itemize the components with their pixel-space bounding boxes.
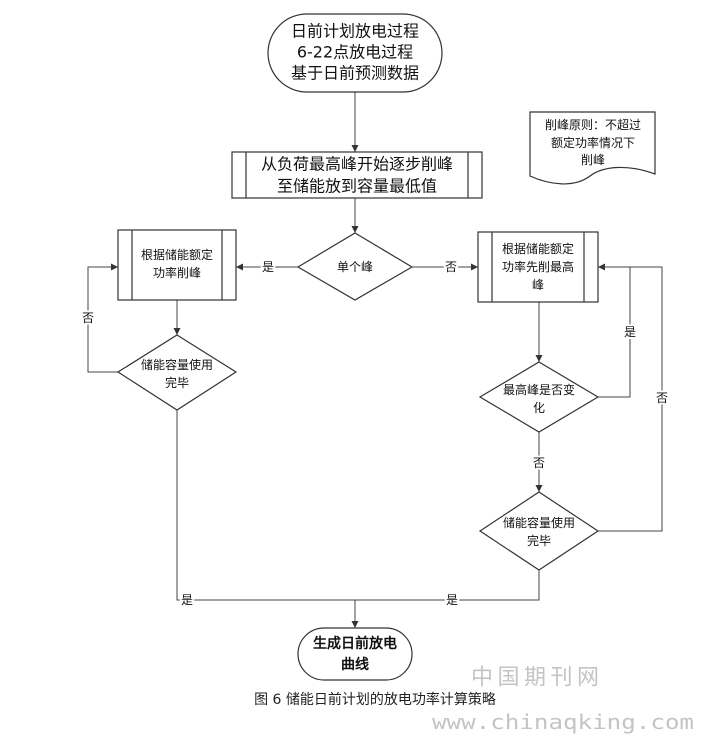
- node-note: 削峰原则：不超过 额定功率情况下 削峰: [529, 111, 656, 185]
- note-line-1: 削峰原则：不超过: [545, 117, 641, 132]
- figure-caption: 图 6 储能日前计划的放电功率计算策略: [254, 691, 496, 708]
- single-peak-decision-shape: [296, 232, 414, 301]
- capacity-used-right-line-1: 储能容量使用: [503, 515, 575, 530]
- node-end: 生成日前放电 曲线: [297, 627, 413, 681]
- watermark: 中国期刊网 www.chinaqking.com: [432, 666, 694, 735]
- node-shave-by-rated-power: 根据储能额定 功率削峰: [117, 229, 237, 301]
- note-line-2: 额定功率情况下: [551, 135, 635, 150]
- capacity-used-left-line-2: 完毕: [165, 375, 189, 390]
- node-capacity-used-left: 储能容量使用 完毕: [116, 334, 238, 411]
- shave-from-peak-process-shape: [231, 151, 483, 199]
- start-line-1: 日前计划放电过程: [291, 22, 419, 41]
- start-line-3: 基于日前预测数据: [291, 64, 419, 83]
- edges: [87, 92, 663, 628]
- node-capacity-used-right: 储能容量使用 完毕: [478, 491, 600, 571]
- shave-from-peak-line-2: 至储能放到容量最低值: [277, 177, 437, 196]
- end-terminal-shape: [297, 627, 413, 681]
- highest-peak-changed-line-1: 最高峰是否变: [503, 382, 575, 397]
- label-capacity-left-yes: 是: [181, 593, 193, 607]
- shave-highest-first-line-3: 峰: [532, 278, 544, 292]
- node-highest-peak-changed: 最高峰是否变 化: [478, 361, 600, 433]
- shave-highest-first-process-shape: [477, 231, 599, 303]
- shave-by-rated-power-line-2: 功率削峰: [153, 265, 201, 280]
- label-capacity-right-yes: 是: [446, 593, 458, 607]
- label-peak-changed-yes: 是: [624, 325, 636, 339]
- capacity-used-right-decision-shape: [478, 491, 600, 571]
- highest-peak-changed-decision-shape: [478, 361, 600, 433]
- start-line-2: 6-22点放电过程: [297, 43, 413, 62]
- watermark-name: 中国期刊网: [471, 666, 599, 691]
- shave-by-rated-power-process-shape: [117, 229, 237, 301]
- node-start: 日前计划放电过程 6-22点放电过程 基于日前预测数据: [267, 13, 443, 93]
- single-peak-line-1: 单个峰: [337, 260, 373, 274]
- edge-capacity-left-yes: [176, 410, 355, 601]
- shave-by-rated-power-line-1: 根据储能额定: [141, 247, 213, 262]
- end-line-1: 生成日前放电: [313, 635, 397, 652]
- start-terminal-shape: [267, 13, 443, 93]
- shave-from-peak-line-1: 从负荷最高峰开始逐步削峰: [261, 155, 453, 174]
- capacity-used-left-decision-shape: [116, 334, 238, 411]
- node-shave-highest-first: 根据储能额定 功率先削最高 峰: [477, 231, 599, 303]
- label-single-peak-no: 否: [445, 260, 457, 274]
- shave-highest-first-line-1: 根据储能额定: [502, 241, 574, 256]
- label-single-peak-yes: 是: [262, 260, 274, 274]
- capacity-used-left-line-1: 储能容量使用: [141, 357, 213, 372]
- label-capacity-left-no: 否: [82, 311, 94, 325]
- edge-labels: 是 否 否 是 是 否 否 是: [80, 258, 670, 609]
- node-single-peak: 单个峰: [296, 232, 414, 301]
- watermark-url: www.chinaqking.com: [432, 710, 694, 734]
- note-line-3: 削峰: [581, 153, 605, 167]
- node-shave-from-peak: 从负荷最高峰开始逐步削峰 至储能放到容量最低值: [231, 151, 483, 199]
- edge-capacity-right-no-loop: [598, 266, 663, 532]
- highest-peak-changed-line-2: 化: [533, 401, 545, 415]
- shave-highest-first-line-2: 功率先削最高: [502, 259, 574, 274]
- end-line-2: 曲线: [341, 656, 369, 673]
- label-peak-changed-no: 否: [533, 456, 545, 470]
- edge-peak-changed-yes-loop: [598, 263, 631, 398]
- edge-capacity-right-yes: [355, 570, 540, 601]
- capacity-used-right-line-2: 完毕: [527, 533, 551, 548]
- label-capacity-right-no: 否: [656, 391, 668, 405]
- note-document-shape: [529, 111, 656, 185]
- edge-capacity-left-no-loop: [87, 263, 118, 373]
